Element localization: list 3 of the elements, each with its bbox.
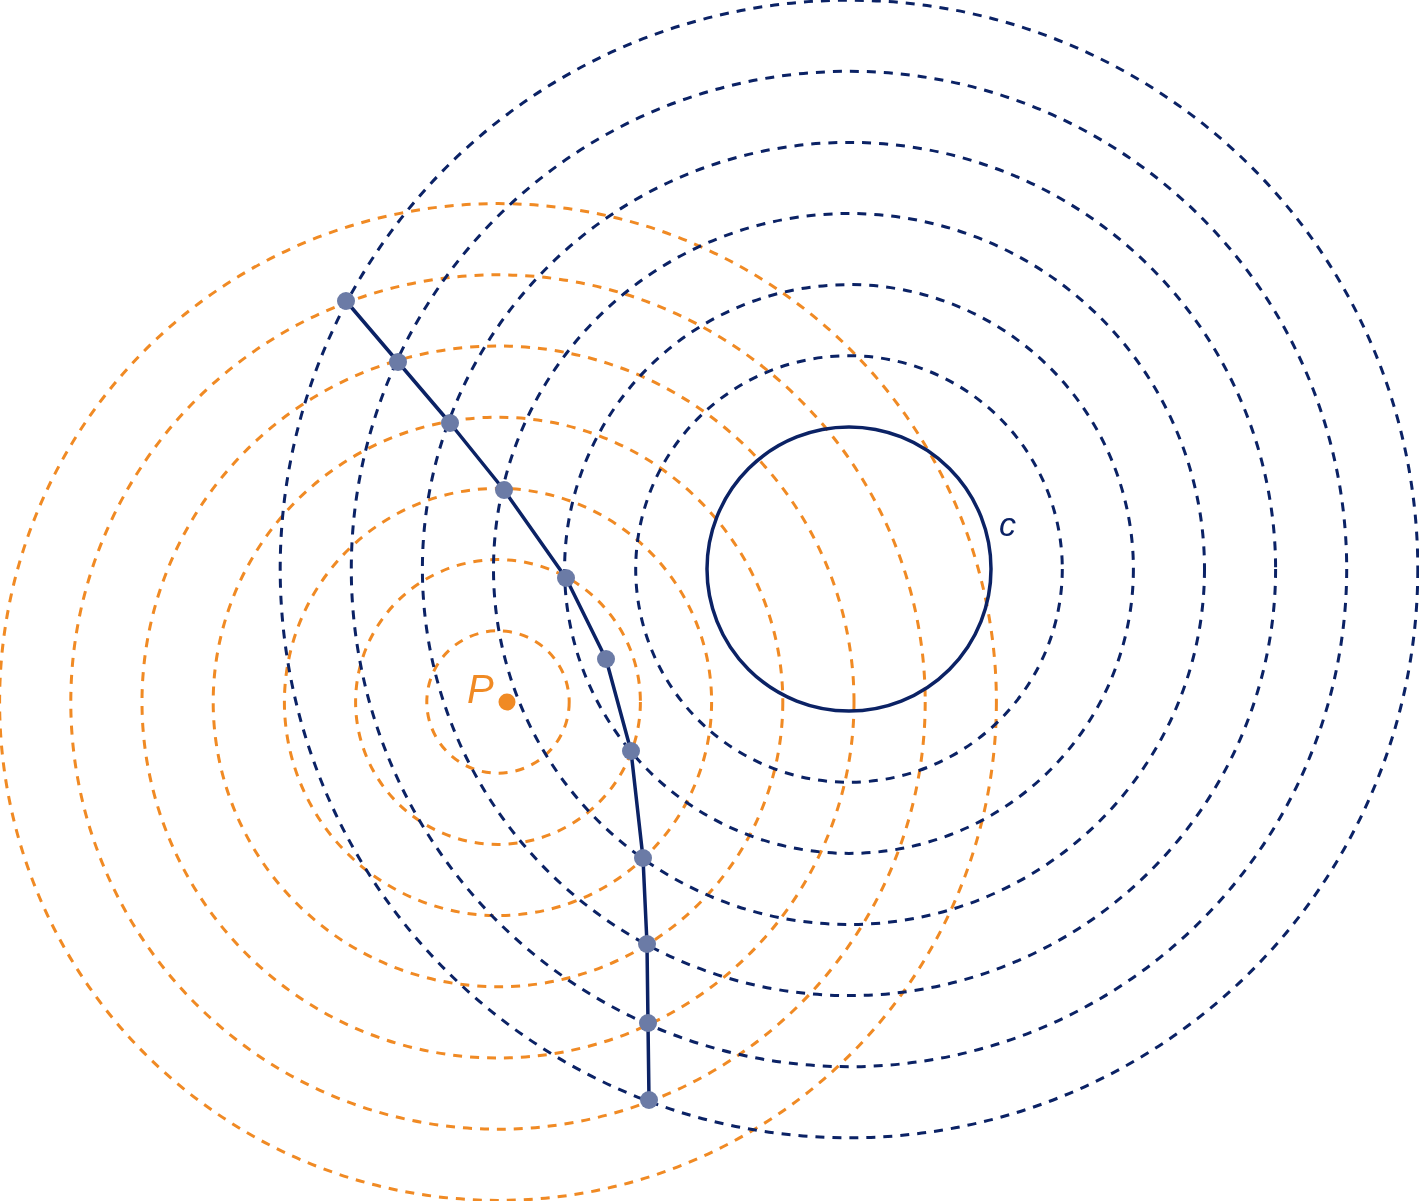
circle-label: c (999, 507, 1016, 541)
point-label: P (467, 669, 494, 709)
circle (705, 425, 993, 713)
